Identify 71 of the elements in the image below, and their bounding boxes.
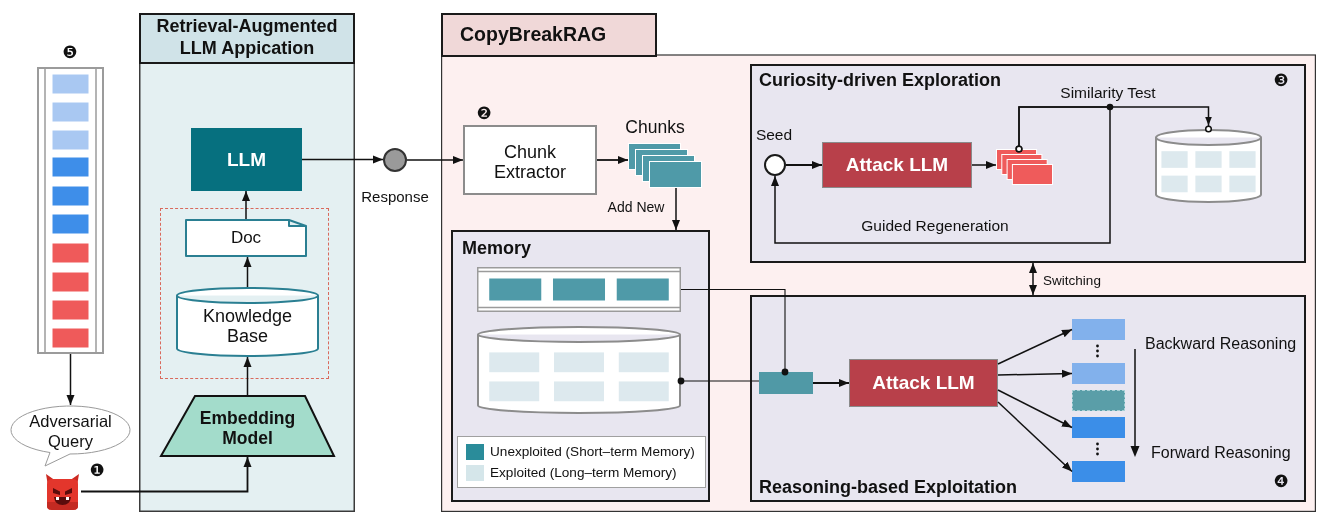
arrow bbox=[243, 256, 252, 288]
callout-number: ❹ bbox=[1273, 471, 1289, 491]
chunk-block bbox=[1072, 319, 1125, 340]
edge-label: Add New bbox=[606, 198, 666, 216]
chunk-block bbox=[1072, 417, 1125, 438]
chunk-block bbox=[759, 372, 813, 394]
arrow bbox=[997, 389, 1073, 429]
panel-title: CopyBreakRAG bbox=[460, 24, 607, 44]
arrow bbox=[80, 456, 252, 493]
chunk-block bbox=[1072, 461, 1125, 482]
circle-node bbox=[383, 148, 407, 172]
arrow bbox=[672, 187, 680, 231]
document-shape bbox=[185, 219, 307, 257]
devil-icon bbox=[44, 472, 81, 511]
node-caption: Seed bbox=[755, 126, 793, 144]
node-label: Doc bbox=[230, 228, 262, 248]
application-panel bbox=[139, 13, 355, 512]
trapezoid-block bbox=[160, 395, 335, 457]
model-box bbox=[191, 128, 302, 191]
node-label: Embedding Model bbox=[199, 407, 296, 448]
module-panel bbox=[750, 295, 1306, 502]
annotation-text: Forward Reasoning bbox=[1151, 443, 1291, 463]
node-label: LLM bbox=[227, 149, 266, 170]
card-stack bbox=[996, 149, 1053, 185]
callout-number: ❸ bbox=[1273, 70, 1289, 90]
arrow bbox=[997, 369, 1073, 378]
node-caption: Response bbox=[361, 188, 429, 206]
panel-title: Memory bbox=[462, 238, 532, 258]
panel-title: Curiosity-driven Exploration bbox=[759, 70, 1002, 90]
legend-label: Unexploited (Short–term Memory) bbox=[490, 443, 695, 461]
arrow bbox=[242, 190, 250, 220]
connector-line bbox=[680, 288, 789, 376]
arrow bbox=[243, 356, 252, 396]
node-label: Chunk Extractor bbox=[494, 142, 566, 182]
arrow bbox=[813, 379, 849, 387]
edge-label: Similarity Test bbox=[1058, 84, 1158, 102]
annotation-text: Backward Reasoning bbox=[1145, 334, 1297, 354]
arrow bbox=[301, 155, 384, 164]
panel-title: Retrieval-Augmented LLM Appication bbox=[155, 15, 339, 59]
node-caption: Chunks bbox=[625, 118, 685, 136]
model-box bbox=[849, 359, 998, 407]
dashed-chunk-block bbox=[1072, 390, 1125, 411]
arrow bbox=[785, 161, 823, 169]
arrow bbox=[771, 106, 1111, 244]
arrow bbox=[971, 161, 997, 169]
dashed-frame bbox=[160, 208, 329, 379]
framework-panel bbox=[441, 13, 1316, 512]
arrow bbox=[997, 328, 1073, 365]
arrow bbox=[997, 401, 1073, 473]
arrow bbox=[66, 353, 75, 406]
card-stack bbox=[628, 143, 702, 188]
node-label: Adversarial Query bbox=[29, 410, 112, 450]
arrow bbox=[406, 156, 464, 164]
callout-number: ❶ bbox=[89, 460, 105, 480]
legend-label: Exploited (Long–term Memory) bbox=[490, 464, 677, 482]
callout-number: ❷ bbox=[476, 104, 492, 122]
circle-node bbox=[764, 154, 786, 176]
node-label: Attack LLM bbox=[845, 155, 949, 175]
connector-line bbox=[677, 377, 760, 385]
callout-number: ❺ bbox=[62, 43, 78, 61]
node-label: Attack LLM bbox=[872, 373, 975, 393]
memory-tray bbox=[477, 267, 681, 312]
process-box bbox=[463, 125, 597, 195]
database-cylinder bbox=[1155, 129, 1262, 203]
node-label: Knowledge Base bbox=[202, 306, 293, 346]
chunk-block bbox=[1072, 363, 1125, 384]
double-arrow bbox=[1029, 262, 1037, 296]
module-panel bbox=[750, 64, 1306, 263]
model-box bbox=[822, 142, 972, 188]
panel-title: Reasoning-based Exploitation bbox=[759, 477, 1018, 497]
arrow bbox=[596, 156, 629, 164]
